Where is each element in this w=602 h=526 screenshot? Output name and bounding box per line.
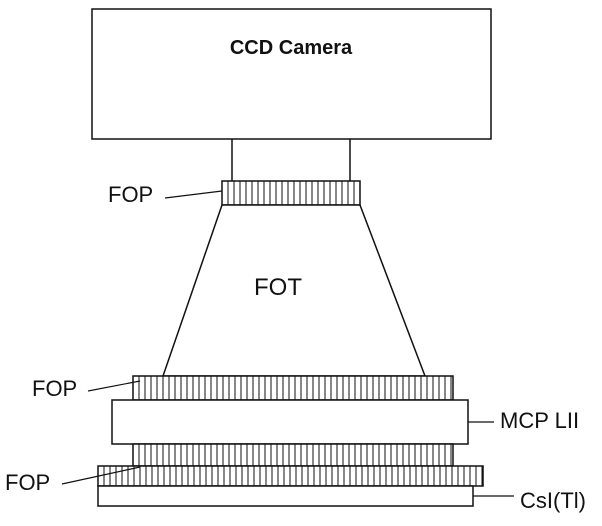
fop-middle-plate bbox=[132, 375, 454, 401]
fop-top-leader bbox=[164, 190, 223, 199]
ccd-camera-label: CCD Camera bbox=[230, 37, 353, 59]
fop-bottom-leader bbox=[61, 466, 141, 485]
fop-top-label: FOP bbox=[108, 182, 153, 207]
fop-bottom-label: FOP bbox=[5, 470, 50, 495]
fop-middle-label: FOP bbox=[32, 376, 77, 401]
mcp-lii-label: MCP LII bbox=[500, 408, 579, 433]
mcp-lii-box bbox=[111, 399, 469, 445]
fot-label: FOT bbox=[254, 274, 302, 301]
ccd-camera-box bbox=[91, 8, 492, 140]
fop-middle-leader bbox=[87, 380, 141, 392]
csi-tl-label: CsI(Tl) bbox=[520, 488, 586, 513]
fop-top-plate bbox=[221, 180, 361, 206]
fop-bottom-plate bbox=[97, 443, 484, 487]
csi-tl-scintillator-box bbox=[97, 485, 474, 507]
